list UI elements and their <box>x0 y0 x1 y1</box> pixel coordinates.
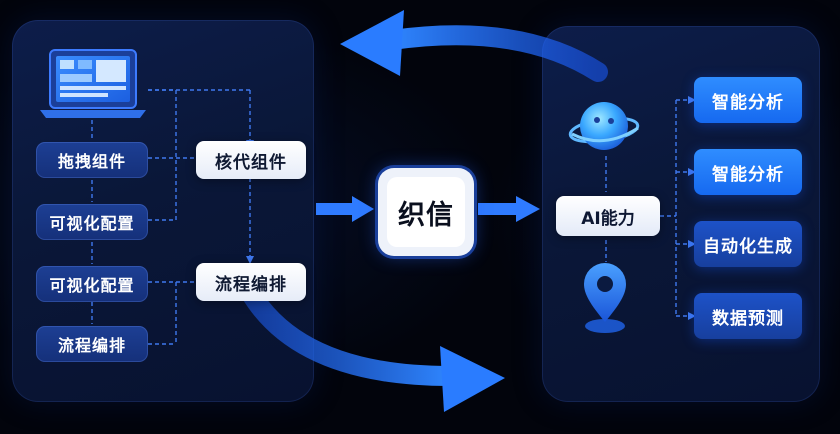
center-platform-label: 织信 <box>387 177 465 247</box>
left-item-visual-config-2: 可视化配置 <box>36 266 148 302</box>
left-item-drag-component: 拖拽组件 <box>36 142 148 178</box>
center-platform-card: 织信 <box>378 168 474 256</box>
planet-icon <box>568 102 640 150</box>
left-item-flow-orchestration: 流程编排 <box>36 326 148 362</box>
top-return-arrow <box>340 10 608 82</box>
flow-arrow-to-center <box>316 196 374 222</box>
right-item-smart-analysis-2: 智能分析 <box>694 149 802 195</box>
location-pin-icon <box>584 263 626 333</box>
flow-orchestration-box: 流程编排 <box>196 263 306 301</box>
right-item-smart-analysis: 智能分析 <box>694 77 802 123</box>
core-component-box: 核代组件 <box>196 141 306 179</box>
right-item-data-prediction: 数据预测 <box>694 293 802 339</box>
laptop-icon <box>40 49 146 118</box>
right-item-auto-generation: 自动化生成 <box>694 221 802 267</box>
ai-capability-box: AI能力 <box>556 196 660 236</box>
right-dashed-lines <box>605 99 690 317</box>
left-item-visual-config: 可视化配置 <box>36 204 148 240</box>
left-dashed-lines <box>91 89 251 345</box>
bottom-forward-arrow <box>240 282 505 412</box>
flow-arrow-to-ai <box>478 196 540 222</box>
